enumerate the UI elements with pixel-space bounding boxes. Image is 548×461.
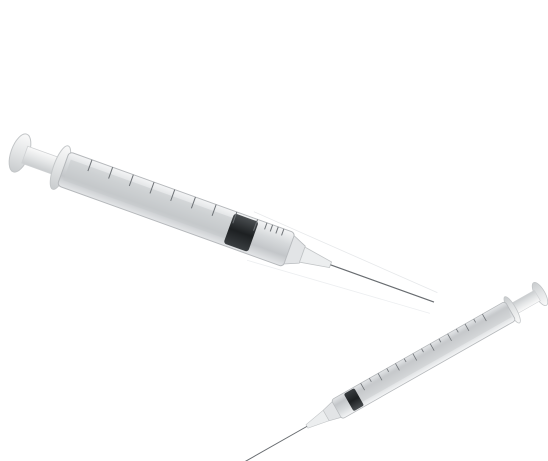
- large-syringe-barrel-tip: [283, 235, 306, 265]
- small-syringe-graduations: [360, 313, 487, 391]
- large-syringe-graduations: [87, 159, 285, 236]
- large-syringe-needle-hub: [299, 246, 332, 269]
- large-syringe: [8, 133, 438, 314]
- small-syringe-rubber-stopper: [344, 388, 364, 411]
- small-syringe-needle-hub: [305, 409, 330, 429]
- small-syringe-needle: [238, 425, 308, 461]
- large-syringe-rubber-stopper: [224, 213, 258, 252]
- small-syringe: [238, 282, 548, 461]
- large-syringe-inner-plunger: [63, 159, 241, 242]
- small-syringe-inner-plunger: [349, 306, 512, 406]
- large-syringe-needle: [330, 264, 435, 303]
